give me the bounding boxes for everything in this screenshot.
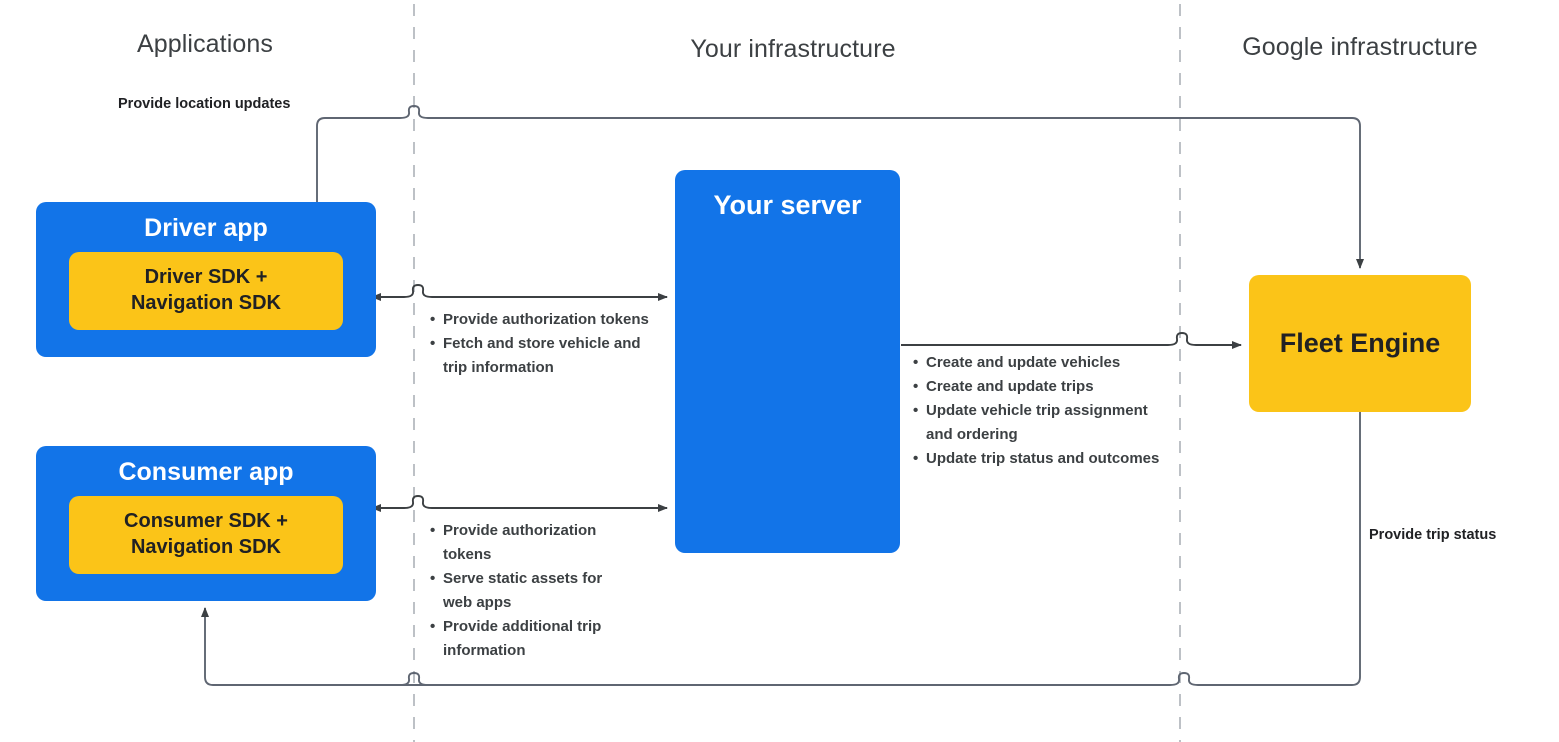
edge-label-provide-trip-status: Provide trip status [1369,527,1497,543]
bullet-item: Serve static assets for web apps [430,567,630,615]
wire-server-fleet [901,332,1242,349]
your-server-title: Your server [713,190,862,220]
column-heading-your-infrastructure: Your infrastructure [690,35,896,63]
column-heading-google-infrastructure: Google infrastructure [1242,33,1478,61]
consumer-sdk-line-1: Consumer SDK + [124,509,288,532]
bullet-item: Provide additional trip information [430,615,630,663]
driver-sdk-line-2: Navigation SDK [130,291,282,314]
bullet-item: Create and update trips [913,375,1163,399]
driver-app-title: Driver app [144,214,268,242]
consumer-sdk-line-2: Navigation SDK [130,535,282,558]
column-heading-applications: Applications [136,30,274,58]
consumer-sdk-box[interactable]: Consumer SDK + Navigation SDK [69,495,343,574]
wire-driver-server [371,284,668,301]
fleet-engine-title: Fleet Engine [1279,328,1441,358]
edge-bullets-driver-server: Provide authorization tokens Fetch and s… [430,308,660,380]
bullet-item: Provide authorization tokens [430,519,630,567]
bullet-item: Update trip status and outcomes [913,447,1163,471]
bullet-item: Create and update vehicles [913,351,1163,375]
node-consumer-app[interactable]: Consumer app Consumer SDK + Navigation S… [36,446,376,601]
bullet-item: Update vehicle trip assignment and order… [913,399,1163,447]
wire-consumer-server [371,495,668,512]
node-fleet-engine[interactable]: Fleet Engine [1249,275,1471,412]
node-your-server[interactable]: Your server [675,170,900,553]
bullet-item: Fetch and store vehicle and trip informa… [430,332,660,380]
consumer-app-title: Consumer app [118,458,294,486]
edge-bullets-consumer-server: Provide authorization tokens Serve stati… [430,519,630,663]
node-driver-app[interactable]: Driver app Driver SDK + Navigation SDK [36,202,376,357]
bullet-item: Provide authorization tokens [430,308,660,332]
driver-sdk-box[interactable]: Driver SDK + Navigation SDK [69,251,343,330]
edge-label-provide-location-updates: Provide location updates [118,96,291,112]
edge-bullets-server-fleet: Create and update vehicles Create and up… [913,351,1163,471]
driver-sdk-line-1: Driver SDK + [144,265,268,288]
